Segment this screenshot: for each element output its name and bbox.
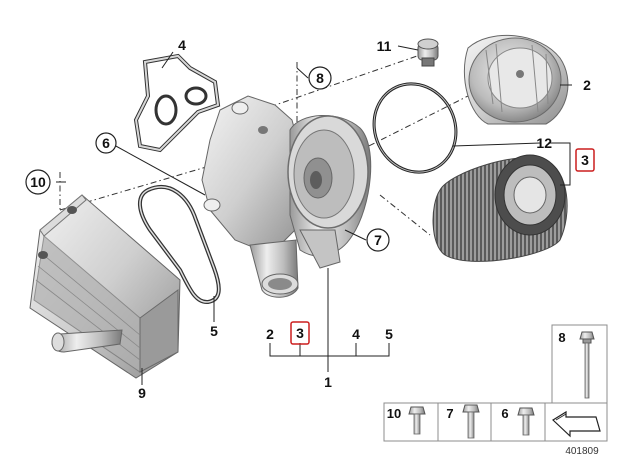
oil-cooler-icon[interactable] [29, 194, 181, 379]
callout-9[interactable]: 9 [138, 385, 146, 401]
callout-4-bottom[interactable]: 4 [352, 326, 360, 342]
legend-bolt-8-number: 8 [558, 330, 565, 345]
diagram-id: 401809 [565, 446, 599, 457]
bolt-icon [579, 331, 595, 399]
highlight-box-filter [575, 148, 595, 172]
callout-circle-10 [25, 169, 51, 195]
callout-7[interactable]: 7 [374, 232, 382, 248]
legend-bolt-7[interactable]: 7 [446, 404, 480, 439]
callout-11[interactable]: 11 [377, 38, 392, 54]
callout-circle-8 [308, 66, 332, 90]
legend-bolt-10[interactable]: 10 [387, 406, 426, 435]
callout-4[interactable]: 4 [178, 37, 186, 53]
callout-circle-7 [366, 228, 390, 252]
callout-10[interactable]: 10 [30, 174, 46, 190]
callout-1[interactable]: 1 [324, 374, 332, 390]
legend-bolt-8[interactable]: 8 [551, 324, 608, 404]
callout-8[interactable]: 8 [316, 70, 324, 86]
o-ring-icon[interactable] [360, 70, 471, 185]
callout-2-bottom[interactable]: 2 [266, 326, 274, 342]
highlight-box-bottom [290, 321, 310, 345]
legend-bolt-7-number: 7 [446, 406, 453, 421]
oil-filter-cap-icon[interactable] [464, 34, 569, 125]
oil-filter-housing-icon[interactable] [201, 95, 372, 298]
leader-lines [56, 45, 572, 385]
callout-5-gasket[interactable]: 5 [210, 323, 218, 339]
callout-3-filter[interactable]: 3 [581, 152, 589, 168]
callout-5-bottom[interactable]: 5 [385, 326, 393, 342]
callout-6[interactable]: 6 [102, 135, 110, 151]
legend-bolt-6-number: 6 [501, 406, 508, 421]
gasket-icon[interactable] [133, 53, 221, 153]
callout-12[interactable]: 12 [536, 135, 552, 151]
bolt-icon [462, 404, 480, 439]
bolt-icon [517, 407, 535, 436]
callout-3-bottom[interactable]: 3 [296, 325, 304, 341]
orientation-arrow-icon [552, 410, 601, 438]
plug-icon[interactable] [417, 38, 439, 67]
bolt-icon [408, 406, 426, 435]
legend-bolt-10-number: 10 [387, 406, 401, 421]
profile-gasket-icon[interactable] [138, 184, 221, 304]
legend-bolt-6[interactable]: 6 [501, 406, 535, 436]
callout-circle-6 [95, 132, 117, 154]
oil-filter-element-icon[interactable] [432, 154, 568, 262]
callout-2[interactable]: 2 [583, 77, 591, 93]
